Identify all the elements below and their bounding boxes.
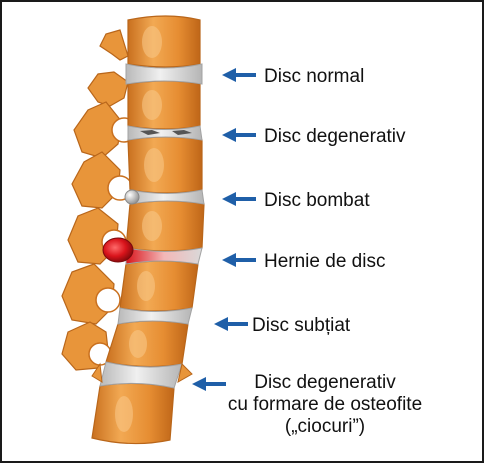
disc-herniated: [125, 247, 203, 265]
disc-osteophyte: [99, 361, 183, 389]
disc-normal: [125, 63, 203, 85]
arrow-degenerative: [222, 128, 256, 142]
disc-bulging: [129, 189, 205, 205]
posterior-processes: [61, 29, 129, 371]
label-osteophyte-disc: Disc degenerativ cu formare de osteofite…: [220, 372, 430, 438]
arrow-thinning: [214, 317, 248, 331]
disc-degenerative: [127, 125, 203, 141]
label-osteophyte-line-1: Disc degenerativ: [254, 372, 396, 393]
arrow-herniated: [222, 253, 256, 267]
label-osteophyte-line-3: („ciocuri”): [284, 416, 366, 437]
label-disc-degenerative: Disc degenerativ: [264, 126, 406, 147]
discs: [91, 63, 205, 389]
label-thinning-disc: Disc subțiat: [252, 315, 351, 336]
label-disc-normal: Disc normal: [264, 66, 365, 87]
disc-bulge: [124, 189, 140, 205]
body-highlights: [115, 26, 164, 432]
hernia-blob: [102, 237, 134, 263]
arrow-normal: [222, 68, 256, 82]
arrow-bulging: [222, 192, 256, 206]
pointer-arrows: [192, 68, 256, 391]
label-disc-bulging: Disc bombat: [264, 190, 370, 211]
arrow-osteophyte: [192, 377, 226, 391]
label-herniated-disc: Hernie de disc: [264, 251, 386, 272]
disc-thinning: [117, 307, 193, 325]
label-osteophyte-line-2: cu formare de osteofite: [227, 394, 423, 415]
